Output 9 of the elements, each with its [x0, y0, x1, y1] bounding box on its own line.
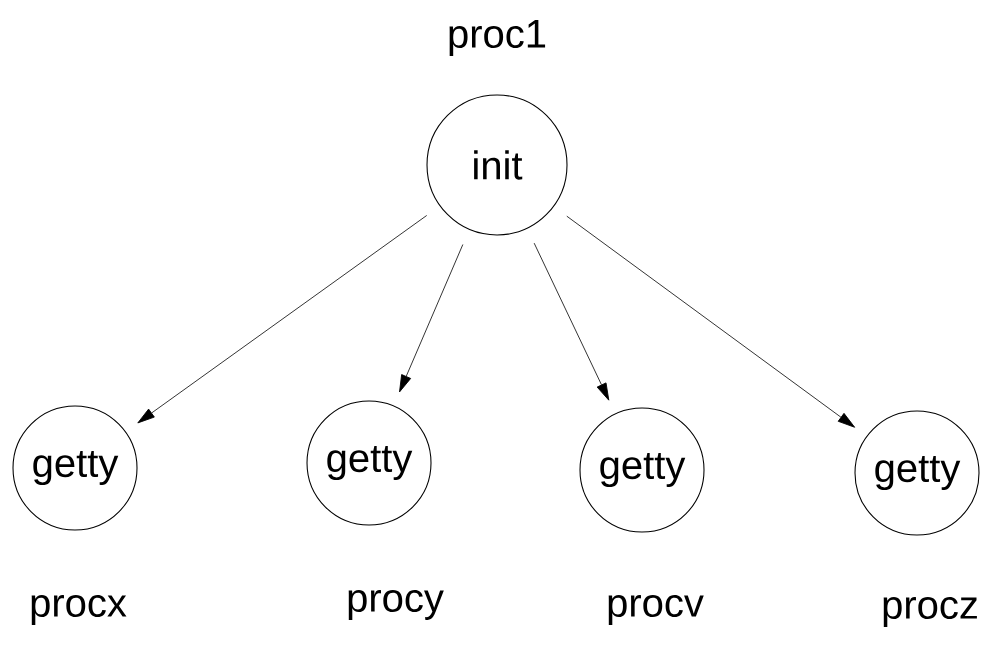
node-caption: proc1: [449, 20, 546, 56]
node-caption: procz: [883, 597, 977, 627]
arrow: [137, 215, 428, 424]
node-caption: procy: [348, 590, 444, 620]
node-caption: procv: [608, 595, 704, 625]
arrow: [533, 242, 610, 401]
arrow: [566, 215, 856, 428]
arrow: [399, 244, 464, 393]
node-caption: procx: [31, 595, 127, 625]
